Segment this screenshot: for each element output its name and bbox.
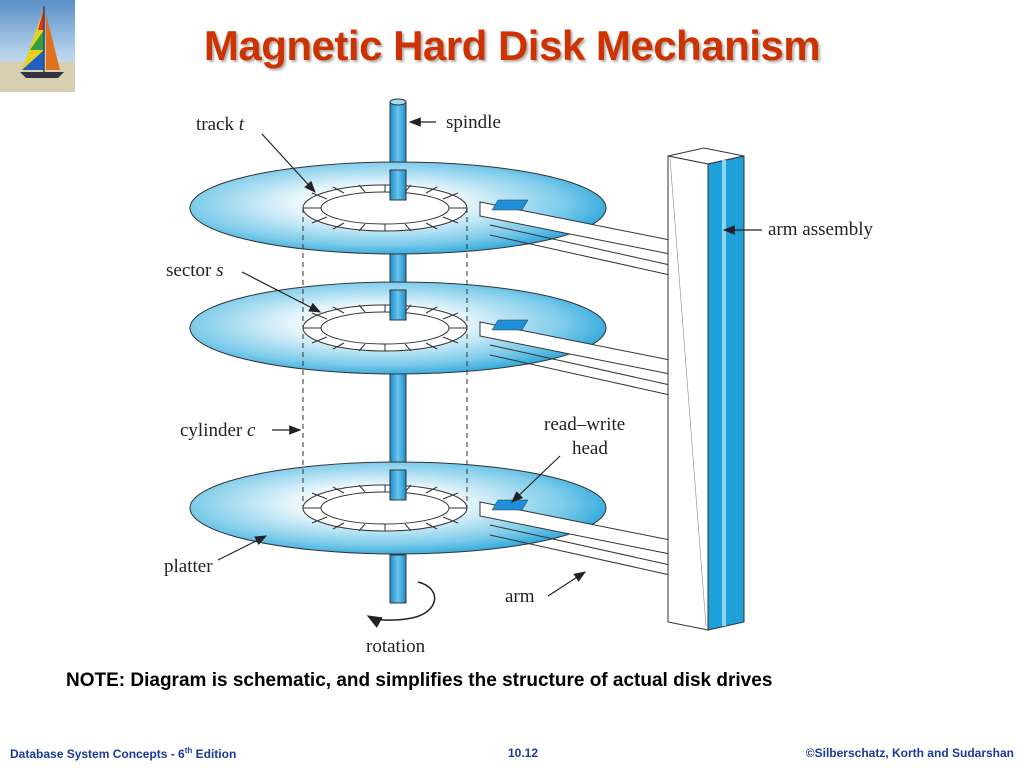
- platter-bottom: [189, 461, 607, 555]
- label-arm: arm: [505, 586, 535, 607]
- label-rotation: rotation: [366, 636, 426, 657]
- label-read-write: read–write: [544, 414, 625, 435]
- platter-middle: [189, 281, 607, 375]
- spindle-bottom: [389, 554, 407, 604]
- slide-title: Magnetic Hard Disk Mechanism: [203, 22, 821, 69]
- rotation-arrow: [366, 581, 436, 628]
- label-arm-assembly: arm assembly: [768, 219, 874, 240]
- arm-assembly: [667, 147, 745, 631]
- footer-copyright: ©Silberschatz, Korth and Sudarshan: [805, 746, 1014, 760]
- disk-mechanism-diagram: track t spindle arm assembly sector s cy…: [164, 98, 874, 657]
- label-spindle: spindle: [446, 112, 501, 133]
- footer-book-title: Database System Concepts - 6th Edition: [10, 746, 237, 761]
- sailboat-logo: [0, 0, 75, 92]
- label-cylinder: cylinder c: [180, 420, 256, 441]
- cylinder-outline: [302, 208, 468, 508]
- label-head: head: [572, 438, 608, 459]
- label-track: track t: [196, 114, 245, 135]
- label-sector: sector s: [166, 260, 224, 281]
- diagram-note: NOTE: Diagram is schematic, and simplifi…: [66, 670, 773, 691]
- platter-top: [189, 161, 607, 255]
- label-platter: platter: [164, 556, 213, 577]
- arms: [479, 201, 671, 576]
- footer-slide-number: 10.12: [508, 746, 539, 760]
- label-arrows: [217, 117, 762, 597]
